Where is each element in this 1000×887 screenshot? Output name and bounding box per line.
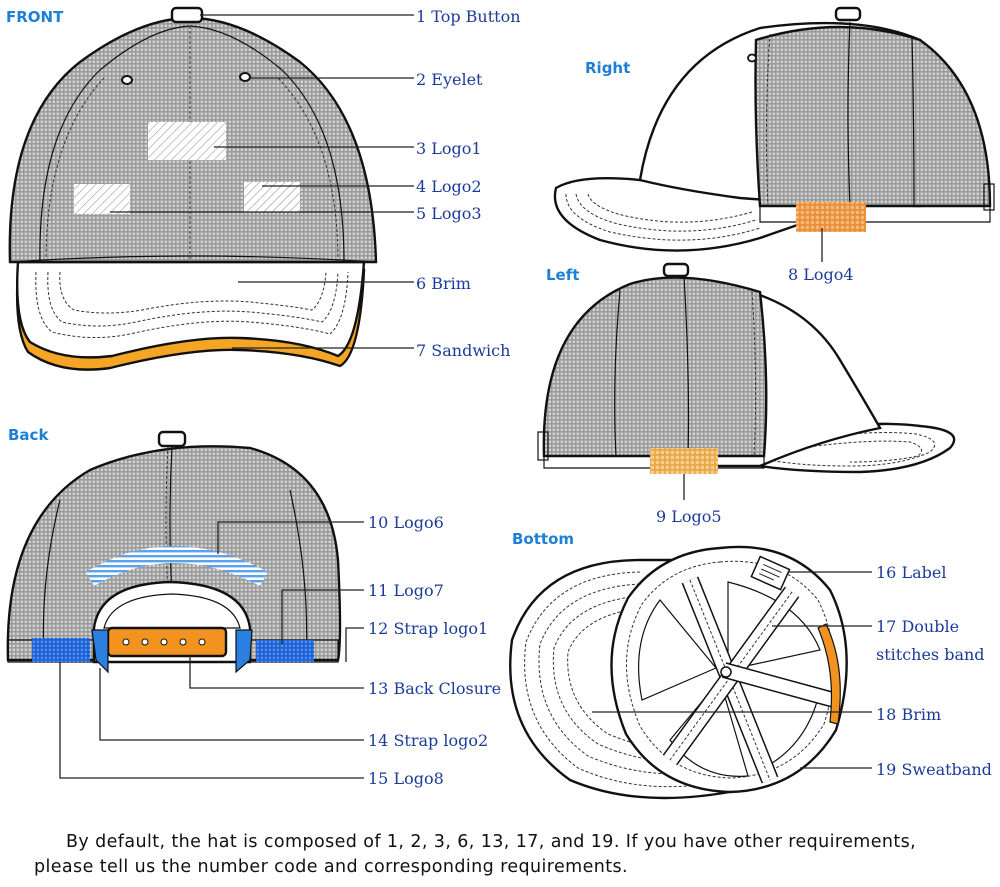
callout-logo5: 9 Logo5 <box>656 507 722 526</box>
callout-logo6: 10 Logo6 <box>368 513 444 532</box>
back-callouts: 10 Logo6 11 Logo7 12 Strap logo1 13 Back… <box>368 513 501 788</box>
strap-logo1-tab <box>235 629 253 674</box>
strap-logo2-tab <box>91 629 109 674</box>
callout-logo3: 5 Logo3 <box>416 204 482 223</box>
view-title-back: Back <box>8 426 49 444</box>
view-title-left: Left <box>546 266 579 284</box>
callout-back-closure: 13 Back Closure <box>368 679 501 698</box>
back-top-button <box>157 430 187 448</box>
footer-line-2: please tell us the number code and corre… <box>34 857 629 877</box>
left-view-hat <box>537 262 956 474</box>
callout-double-stitch-line1: 17 Double <box>876 617 959 636</box>
double-stitch-band <box>817 623 841 725</box>
inner-label <box>750 555 791 591</box>
right-mesh <box>754 25 992 208</box>
view-title-right: Right <box>585 59 630 77</box>
logo3-area <box>74 184 130 214</box>
right-view-hat <box>553 6 995 252</box>
eyelet-right <box>239 72 251 82</box>
callout-logo2: 4 Logo2 <box>416 177 482 196</box>
callout-logo4: 8 Logo4 <box>788 265 854 284</box>
front-view-hat <box>8 6 378 371</box>
footer-note: By default, the hat is composed of 1, 2,… <box>34 830 984 880</box>
logo4-area <box>796 202 866 232</box>
callout-brim: 6 Brim <box>416 274 471 293</box>
view-title-front: FRONT <box>6 8 64 26</box>
callout-logo1: 3 Logo1 <box>416 139 482 158</box>
logo2-area <box>244 182 300 212</box>
callout-top-button: 1 Top Button <box>416 7 521 26</box>
callout-sandwich: 7 Sandwich <box>416 341 510 360</box>
bottom-view-hat <box>509 545 848 800</box>
logo6-area <box>86 546 268 586</box>
eyelet-left <box>121 75 133 85</box>
footer-line-1: By default, the hat is composed of 1, 2,… <box>66 832 917 852</box>
callout-strap-logo1: 12 Strap logo1 <box>368 619 488 638</box>
front-leaders <box>110 14 414 349</box>
callout-label: 16 Label <box>876 563 946 582</box>
left-top-button <box>662 262 690 278</box>
callout-bottom-brim: 18 Brim <box>876 705 941 724</box>
callout-eyelet: 2 Eyelet <box>416 70 483 89</box>
view-title-bottom: Bottom <box>512 530 574 548</box>
front-callouts: 1 Top Button 2 Eyelet 3 Logo1 4 Logo2 5 … <box>416 7 521 360</box>
logo7-area <box>256 640 314 662</box>
bottom-callouts: 16 Label 17 Double stitches band 18 Brim… <box>876 563 992 779</box>
right-top-button <box>834 6 862 22</box>
callout-logo8: 15 Logo8 <box>368 769 444 788</box>
callout-strap-logo2: 14 Strap logo2 <box>368 731 488 750</box>
callout-sweatband: 19 Sweatband <box>876 760 992 779</box>
logo1-area <box>148 122 226 160</box>
back-leaders <box>59 521 364 779</box>
left-mesh <box>542 276 768 458</box>
top-button <box>170 6 204 24</box>
back-view-hat <box>6 430 342 674</box>
logo5-area <box>650 448 718 474</box>
callout-logo7: 11 Logo7 <box>368 581 444 600</box>
logo8-area <box>32 638 90 662</box>
bottom-leaders <box>592 571 872 769</box>
callout-double-stitch-line2: stitches band <box>876 645 985 664</box>
